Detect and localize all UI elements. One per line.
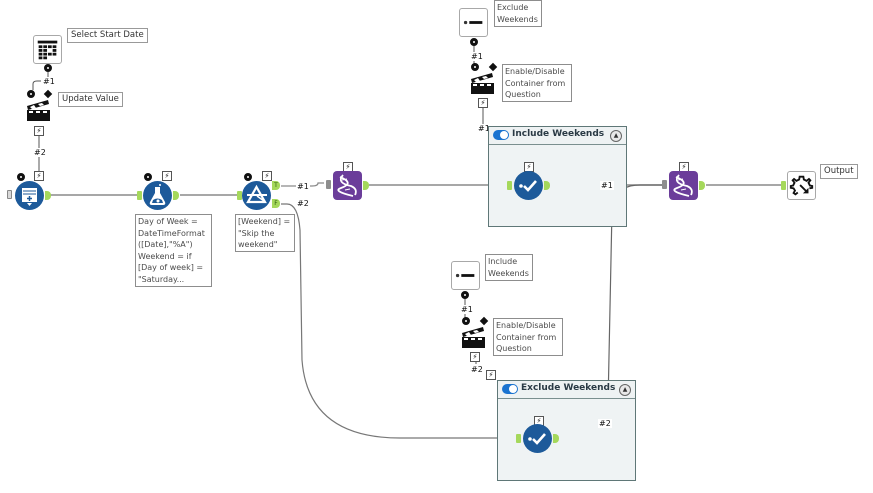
clapperboard-icon: [471, 73, 494, 94]
container-title: Exclude Weekends: [521, 383, 616, 393]
bolt-icon: ⚡: [470, 352, 480, 362]
union-input-anchor[interactable]: [326, 180, 331, 189]
action-tool-update-value[interactable]: [26, 98, 51, 122]
filter-tool-annotation: [Weekend] = "Skip the weekend": [235, 214, 295, 252]
collapse-icon[interactable]: ▲: [619, 384, 631, 396]
clapperboard-icon: [462, 327, 485, 348]
union-tool[interactable]: [669, 171, 698, 200]
macro-output-icon: [789, 175, 814, 196]
action-tool-annotation: Update Value: [58, 92, 123, 107]
select-tool-include[interactable]: [514, 171, 543, 200]
date-tool[interactable]: [33, 35, 62, 64]
formula-tool-annotation: Day of Week = DateTimeFormat ([Date],"%A…: [135, 214, 212, 287]
bolt-icon: ⚡: [486, 370, 496, 380]
connection-label: #2: [296, 199, 310, 208]
filter-icon: [246, 184, 267, 204]
input-anchor[interactable]: [237, 191, 242, 200]
radio-button-icon: [463, 20, 483, 25]
output-anchor[interactable]: [553, 434, 559, 443]
filter-true-anchor[interactable]: T: [272, 181, 280, 190]
calendar-icon: [37, 40, 58, 60]
input-anchor[interactable]: [137, 191, 142, 200]
date-tool-annotation: Select Start Date: [67, 28, 148, 43]
dna-union-icon: [337, 174, 357, 197]
filter-false-anchor[interactable]: F: [272, 199, 280, 208]
action-tool-enable-disable[interactable]: [470, 71, 495, 95]
radio-button-tool-include[interactable]: [451, 261, 480, 290]
bolt-icon: ⚡: [34, 171, 44, 181]
connection-label: #1: [460, 305, 474, 314]
radio-tool-annotation: Exclude Weekends: [494, 0, 542, 27]
output-anchor[interactable]: [544, 181, 550, 190]
connection-label: #2: [598, 419, 612, 428]
question-anchor[interactable]: [44, 64, 52, 72]
bolt-icon: ⚡: [34, 126, 44, 136]
formula-flask-icon: [149, 184, 166, 205]
input-anchor[interactable]: [781, 181, 786, 190]
text-input-icon: [22, 188, 37, 206]
connection-label: #2: [33, 148, 47, 157]
union-tool[interactable]: [333, 171, 362, 200]
question-anchor[interactable]: [461, 291, 469, 299]
input-anchor[interactable]: [516, 434, 521, 443]
radio-button-tool-exclude[interactable]: [459, 8, 488, 37]
question-anchor[interactable]: [470, 38, 478, 46]
dna-union-icon: [673, 174, 693, 197]
select-tool-exclude[interactable]: [523, 424, 552, 453]
filter-tool[interactable]: [242, 181, 271, 210]
output-anchor[interactable]: [363, 181, 369, 190]
output-anchor[interactable]: [173, 191, 179, 200]
formula-tool[interactable]: [143, 181, 172, 210]
question-anchor[interactable]: [471, 63, 479, 71]
collapse-icon[interactable]: ▲: [610, 130, 622, 142]
action-tool-annotation: Enable/Disable Container from Question: [502, 64, 572, 102]
question-anchor[interactable]: [244, 173, 252, 181]
bolt-icon: ⚡: [262, 171, 272, 181]
container-title: Include Weekends: [512, 129, 605, 139]
connection-label: #1: [42, 77, 56, 86]
radio-tool-annotation: Include Weekends: [485, 254, 533, 281]
question-anchor[interactable]: [144, 173, 152, 181]
connection-label: #1: [296, 182, 310, 191]
question-anchor[interactable]: [462, 317, 470, 325]
text-input-tool[interactable]: [15, 181, 44, 210]
connection-label: #2: [470, 365, 484, 374]
clapperboard-icon: [27, 100, 50, 121]
output-anchor[interactable]: [699, 181, 705, 190]
connection-date-action1-curve: [32, 80, 41, 90]
input-anchor[interactable]: [507, 181, 512, 190]
connection-label: #1: [470, 52, 484, 61]
output-tool-annotation: Output: [820, 164, 858, 179]
question-anchor[interactable]: [27, 90, 35, 98]
connection-filter-true-union1[interactable]: [281, 182, 324, 187]
action-tool-annotation: Enable/Disable Container from Question: [493, 318, 563, 356]
union-input-anchor[interactable]: [662, 180, 667, 189]
question-anchor[interactable]: [17, 173, 25, 181]
container-exclude-weekends[interactable]: Exclude Weekends ▲: [497, 380, 636, 481]
bolt-icon: ⚡: [478, 98, 488, 108]
container-enable-toggle[interactable]: [493, 130, 509, 140]
connection-filter-false-select2[interactable]: [281, 203, 516, 439]
container-enable-toggle[interactable]: [502, 384, 518, 394]
connection-label: #1: [477, 124, 491, 133]
connection-label: #1: [600, 181, 614, 190]
radio-button-icon: [455, 273, 475, 278]
select-check-icon: [519, 180, 537, 192]
container-include-weekends[interactable]: Include Weekends ▲: [488, 126, 627, 227]
container-header[interactable]: Include Weekends ▲: [489, 127, 626, 145]
container-header[interactable]: Exclude Weekends ▲: [498, 381, 635, 399]
macro-output-tool[interactable]: [787, 171, 816, 200]
select-check-icon: [528, 433, 546, 445]
input-anchor[interactable]: [7, 190, 12, 199]
action-tool-enable-disable[interactable]: [461, 325, 486, 349]
output-anchor[interactable]: [45, 191, 51, 200]
bolt-icon: ⚡: [162, 171, 172, 181]
